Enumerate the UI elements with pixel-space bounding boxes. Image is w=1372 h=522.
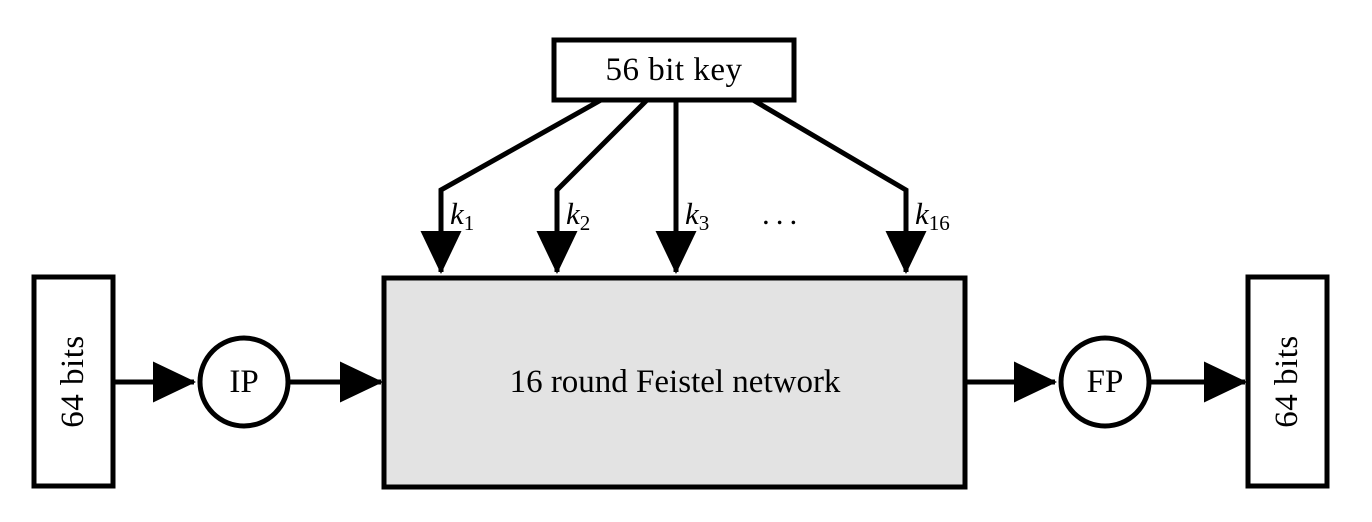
input-bits-label: 64 bits [55,335,91,428]
key-line-k2 [536,98,649,275]
round-key-subscript: 1 [463,210,475,235]
feistel-block [381,275,968,490]
round-key-label-k16: k16 [915,198,950,234]
key-line-k1 [420,97,603,275]
round-keys-ellipsis: ... [762,196,804,231]
feistel-block-label: 16 round Feistel network [509,364,841,400]
key-line-k16 [751,97,927,275]
round-key-subscript: 16 [928,210,950,235]
input-bits-box [31,274,116,489]
round-key-symbol: k [685,196,699,231]
round-key-label-k3: k3 [685,198,709,234]
round-key-symbol: k [566,196,580,231]
output-bits-box [1245,274,1330,489]
round-key-symbol: k [450,196,464,231]
output-bits-label: 64 bits [1269,335,1305,428]
ip-label: IP [229,363,259,400]
key-box-label: 56 bit key [605,51,743,88]
fp-label: FP [1086,363,1124,400]
round-key-subscript: 2 [579,210,591,235]
round-key-subscript: 3 [698,210,710,235]
round-key-label-k1: k1 [450,198,474,234]
round-key-symbol: k [915,196,929,231]
round-key-label-k2: k2 [566,198,590,234]
